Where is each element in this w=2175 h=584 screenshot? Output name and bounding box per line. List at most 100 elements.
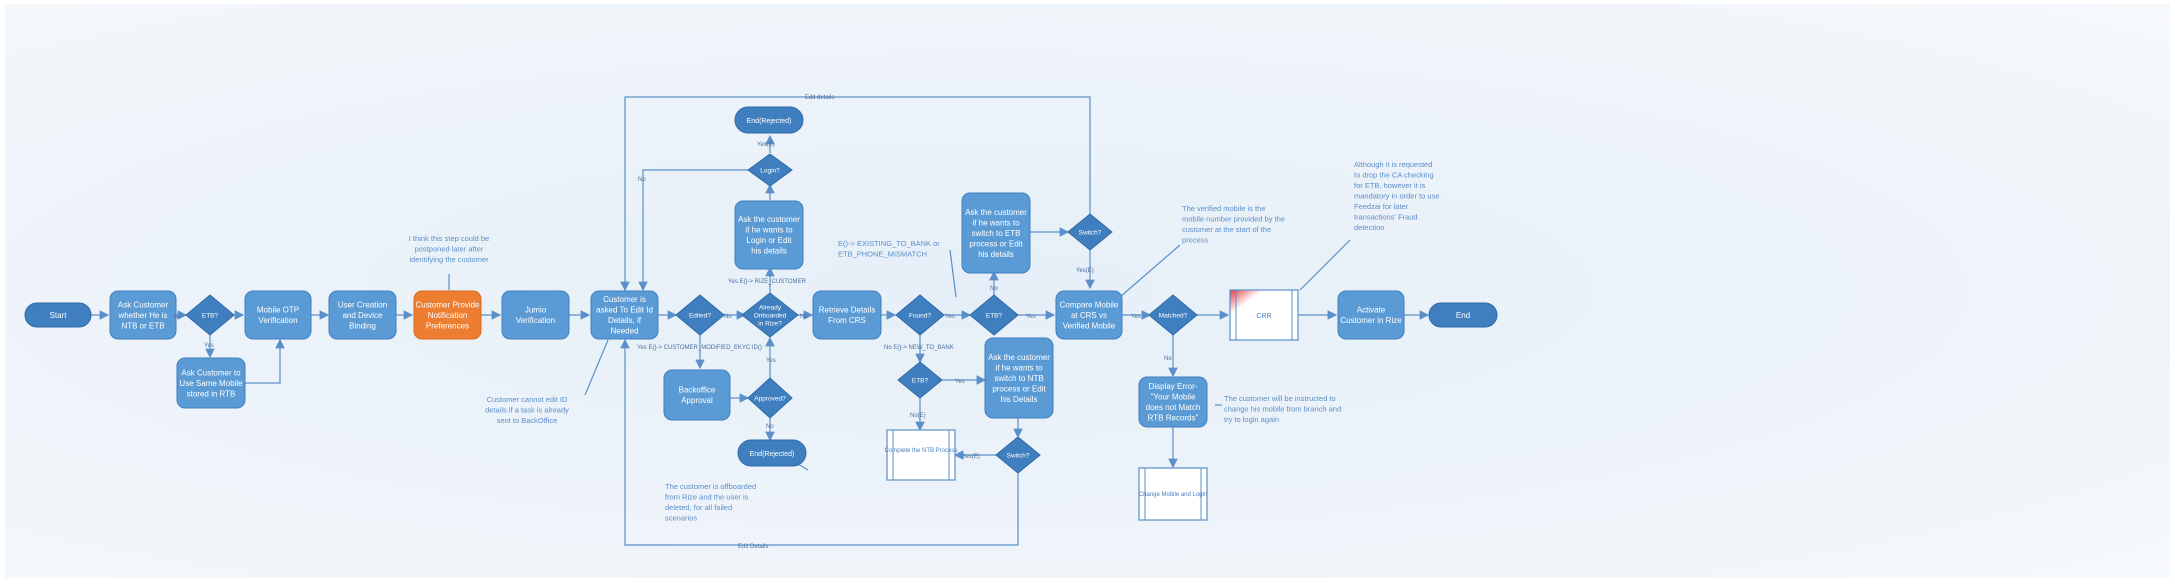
switch-top-yes-label: Yes(E) (1076, 268, 1094, 274)
edge-labels: No Yes No Yes E(}-> CUSTOMER_MODIFIED_EK… (174, 95, 1172, 550)
end-rejected-top-label: End(Rejected) (747, 118, 792, 125)
decision-edited-label: Edited? (689, 312, 711, 319)
onboarded-yes-label: Yes E(}-> RIZE_CUSTOMER (728, 279, 807, 285)
decision-etb1[interactable]: ETB? (185, 294, 235, 336)
switch-bottom-yes-label: Yes(E) (962, 454, 980, 460)
etb1-yes-label: Yes (204, 343, 214, 349)
end-label: End (1456, 311, 1470, 320)
decision-found-label: Found? (909, 312, 931, 319)
matched-yes-label: Yes (1131, 314, 1141, 320)
end-rejected-bottom-terminal[interactable]: End(Rejected) (737, 439, 807, 467)
edit-details-top-label: Edit details (805, 95, 834, 101)
decision-switch-top[interactable]: Switch? (1067, 213, 1113, 251)
decision-switch-top-label: Switch? (1079, 229, 1102, 236)
edited-yes-label: Yes E(}-> CUSTOMER_MODIFIED_EKYC ID() (637, 345, 762, 351)
etb3-no-label: No(E) (910, 413, 926, 419)
found-no-label: No E(}-> NEW_TO_BANK (884, 345, 954, 351)
decision-etb2[interactable]: ETB? (969, 294, 1019, 336)
edited-no-label: No (724, 314, 732, 320)
matched-no-label: No (1164, 356, 1172, 362)
decision-approved[interactable]: Approved? (747, 377, 793, 419)
decision-switch-bottom[interactable]: Switch? (995, 436, 1041, 474)
approved-yes-label: Yes (766, 358, 776, 364)
decision-matched-label: Matched? (1159, 312, 1188, 319)
edit-details-bottom-label: Edit Details (738, 544, 768, 550)
start-terminal[interactable]: Start (24, 302, 92, 328)
login-no-label: No (638, 177, 646, 183)
complete-ntb-process[interactable]: Complete the NTB Process (885, 429, 958, 481)
decision-etb3-label: ETB? (912, 377, 929, 384)
approved-no-label: No (766, 424, 774, 430)
login-yes-label: Yes(E) (757, 142, 775, 148)
complete-ntb-label: Complete the NTB Process (885, 448, 958, 454)
decision-edited[interactable]: Edited? (675, 294, 725, 336)
decision-found[interactable]: Found? (895, 294, 945, 336)
end-rejected-bottom-label: End(Rejected) (750, 451, 795, 458)
start-label: Start (50, 311, 68, 320)
found-yes-label: Yes (945, 314, 955, 320)
complete-ntb-text: Complete the NTB Process (885, 448, 958, 454)
end-terminal[interactable]: End (1428, 302, 1498, 328)
change-mobile-process[interactable]: Change Mobile and Login (1138, 467, 1208, 521)
decision-matched[interactable]: Matched? (1148, 294, 1198, 336)
crr-label: CRR (1256, 313, 1271, 320)
change-mobile-label: Change Mobile and Login (1139, 492, 1207, 498)
decision-switch-bottom-label: Switch? (1007, 452, 1030, 459)
etb2-no-label: No (990, 286, 998, 292)
crr-process[interactable]: CRR (1229, 289, 1299, 341)
etb2-yes-label: Yes (1026, 314, 1036, 320)
onboarded-no-label: No (800, 314, 808, 320)
etb1-no-label: No (174, 314, 182, 320)
decision-login[interactable]: Login? (747, 153, 793, 187)
end-rejected-top-terminal[interactable]: End(Rejected) (734, 106, 804, 134)
decision-etb3[interactable]: ETB? (897, 361, 943, 399)
decision-etb2-label: ETB? (986, 312, 1003, 319)
etb3-yes-label: Yes (955, 379, 965, 385)
